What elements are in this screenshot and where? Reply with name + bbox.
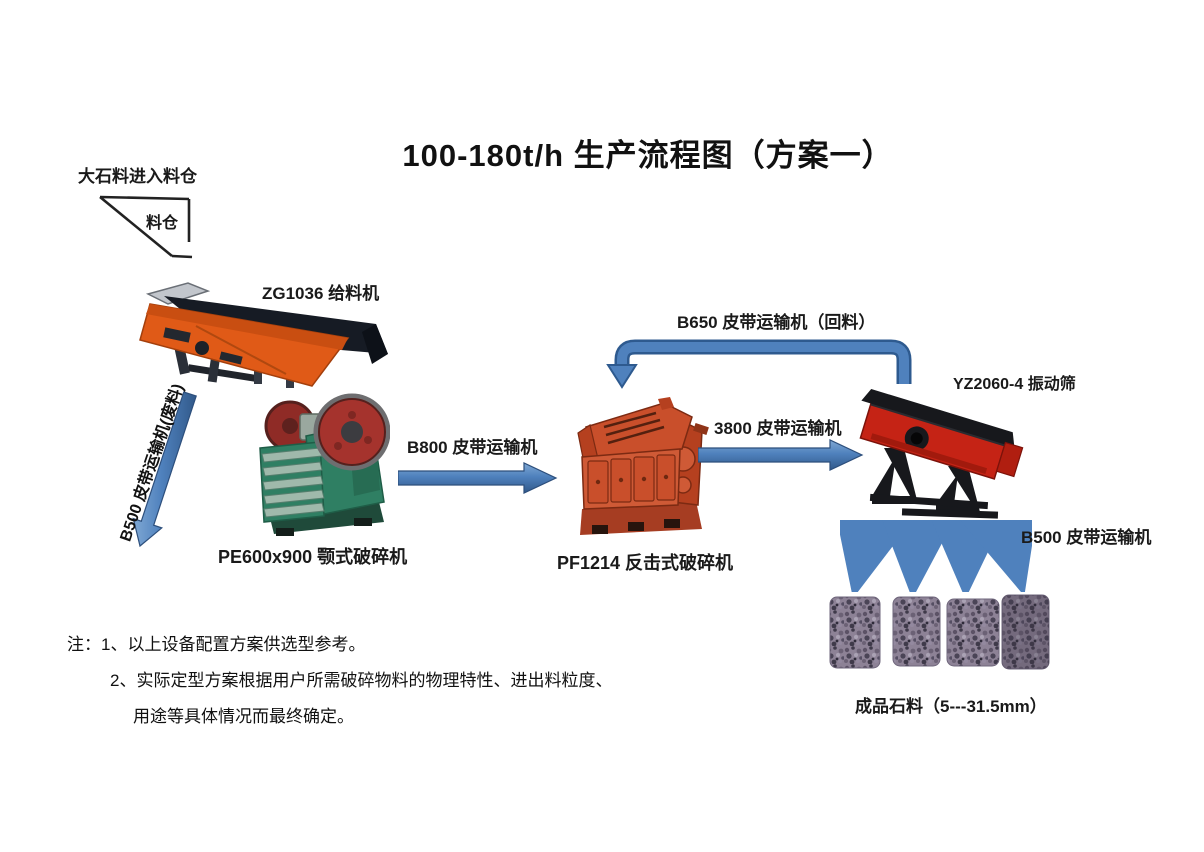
note-line-2: 2、实际定型方案根据用户所需破碎物料的物理特性、进出料粒度、 — [110, 671, 613, 690]
jaw-crusher-image — [259, 393, 390, 536]
impact-crusher-label: PF1214 反击式破碎机 — [557, 553, 734, 573]
hopper-shape — [99, 195, 193, 259]
note-line-3: 用途等具体情况而最终确定。 — [133, 707, 354, 726]
page-title: 100-180t/h 生产流程图（方案一） — [402, 138, 894, 173]
hopper-bin-label: 料仓 — [146, 215, 179, 232]
screen-feed-belt-arrow — [698, 439, 864, 471]
product-piles-image — [829, 594, 1050, 670]
impact-crusher-image — [577, 397, 709, 535]
jaw-crusher-label: PE600x900 颚式破碎机 — [218, 547, 408, 567]
waste-belt-arrow — [132, 391, 197, 548]
screen-feed-belt-label: 3800 皮带运输机 — [714, 419, 842, 438]
product-belt-label: B500 皮带运输机 — [1021, 528, 1152, 547]
note-line-1: 注：1、以上设备配置方案供选型参考。 — [67, 635, 366, 654]
vibrating-screen-label: YZ2060-4 振动筛 — [953, 376, 1076, 393]
vibrating-screen-image — [859, 388, 1024, 519]
feeder-label: ZG1036 给料机 — [262, 284, 380, 303]
feeder-image — [139, 282, 388, 388]
return-belt-arrow — [606, 339, 912, 389]
return-belt-label: B650 皮带运输机（回料） — [677, 313, 876, 332]
b800-belt-label: B800 皮带运输机 — [407, 438, 538, 457]
product-arrows — [840, 520, 1032, 592]
hopper-intake-label: 大石料进入料仓 — [78, 167, 197, 186]
b800-belt-arrow — [398, 462, 558, 494]
product-caption: 成品石料（5---31.5mm） — [855, 697, 1047, 716]
